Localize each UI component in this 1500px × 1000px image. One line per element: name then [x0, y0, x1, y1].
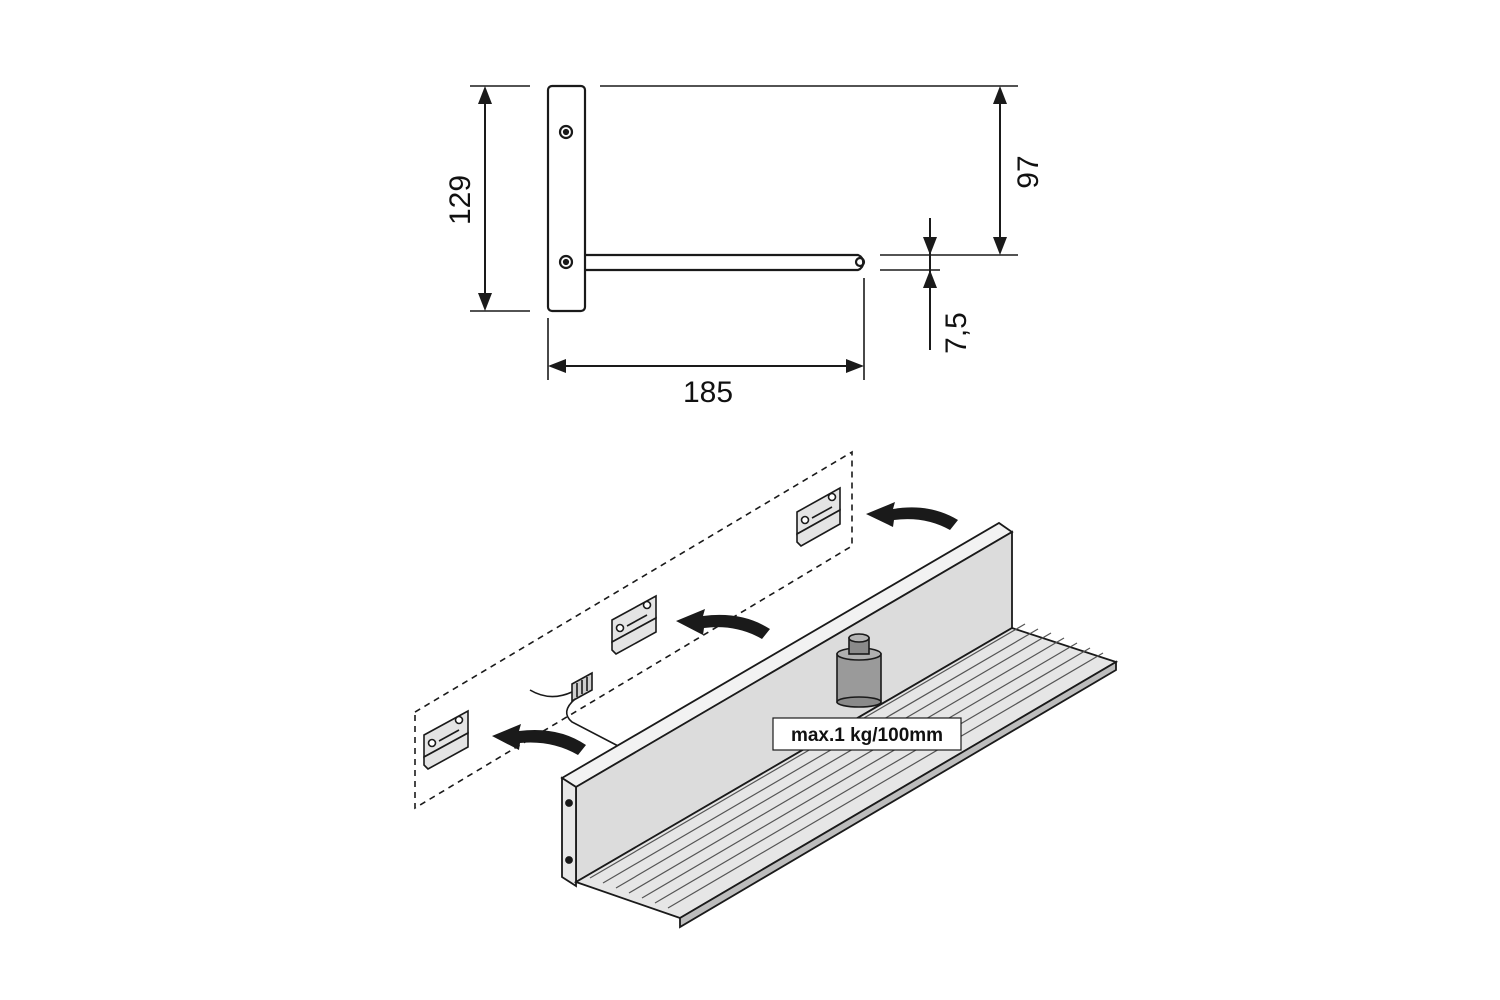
dimension-7-5: 7,5: [940, 312, 973, 354]
bracket-hole-top-center: [562, 128, 570, 136]
wall-bracket-middle: [611, 594, 657, 655]
shelf: [560, 521, 1119, 929]
dimension-97: 97: [1012, 155, 1045, 188]
bracket-hole-top: [558, 124, 574, 140]
bracket-hole-bottom-center: [562, 258, 570, 266]
arrow-middle: [676, 609, 770, 639]
wall-outline: [414, 450, 853, 810]
led-connector: [529, 671, 623, 749]
shelf-screw-bottom: [565, 856, 573, 864]
arrow-left: [492, 724, 586, 755]
wall-bracket-right: [796, 486, 841, 547]
shelf-board-edge: [679, 660, 1117, 929]
shelf-ridges: [589, 623, 1104, 909]
arrow-right: [866, 502, 958, 530]
shelf-screw-top: [565, 799, 573, 807]
bracket-arm: [585, 253, 865, 272]
bracket-arm-hole: [854, 256, 866, 268]
bracket-dimension-drawing: [470, 84, 1018, 380]
load-label: max.1 kg/100mm: [772, 717, 962, 751]
dimension-129: 129: [444, 175, 477, 225]
load-label-text: max.1 kg/100mm: [791, 725, 943, 746]
bracket-hole-bottom: [558, 254, 574, 270]
mount-arrows: [492, 502, 958, 755]
wall-bracket-left: [423, 709, 469, 770]
bracket-plate: [546, 84, 587, 313]
dimension-185: 185: [683, 376, 733, 409]
shelf-side: [561, 776, 577, 888]
weight-icon: [836, 633, 882, 708]
